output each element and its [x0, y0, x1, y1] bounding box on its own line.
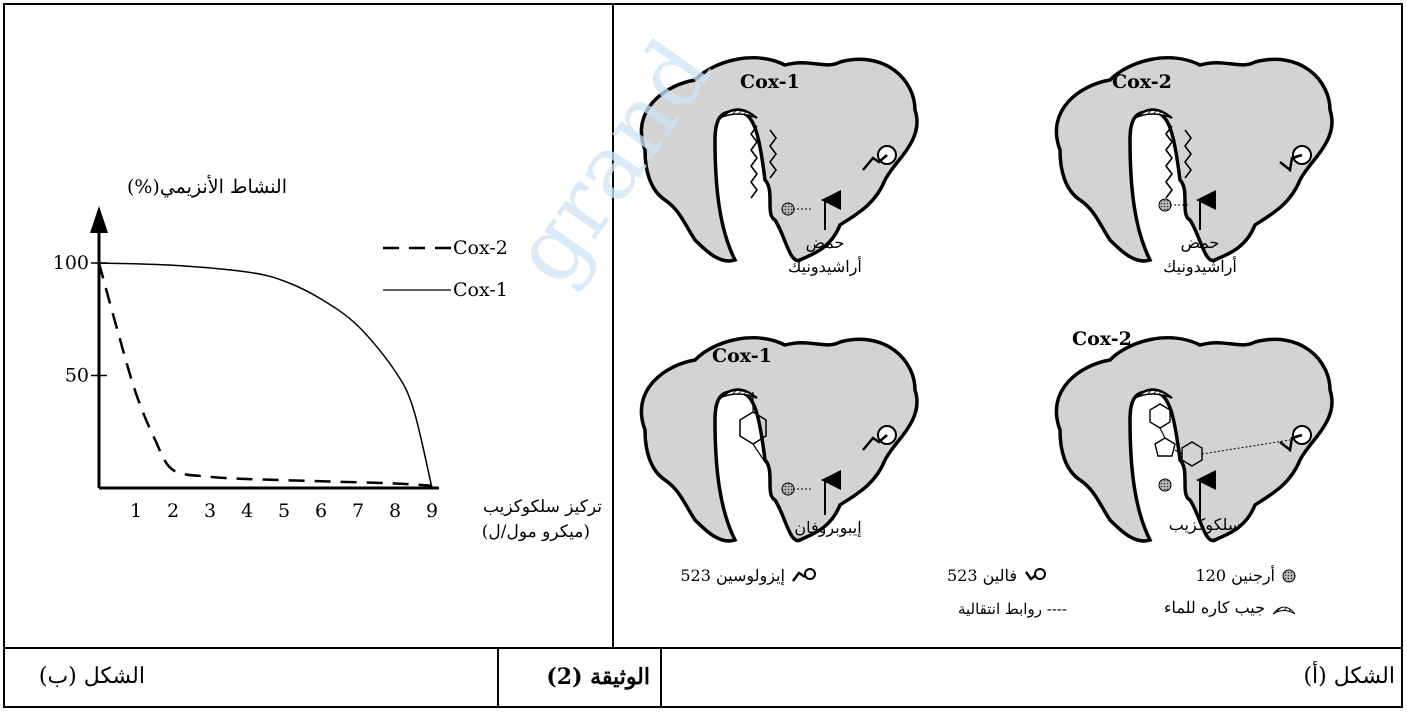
document-caption: الوثيقة (2)	[546, 664, 650, 690]
isoleucine-icon	[792, 567, 816, 582]
arginine-icon	[781, 202, 795, 216]
x-tick-label: 9	[426, 500, 438, 522]
legend-label: ---- روابط انتقالية	[957, 600, 1067, 618]
legend-arginine: أرجنين 120	[1195, 566, 1297, 585]
x-tick-label: 6	[315, 500, 327, 522]
x-tick-label: 7	[352, 500, 364, 522]
cox-label: Cox-2	[1072, 328, 1132, 350]
legend-isoleucine: إيزولوسين 523	[680, 566, 817, 585]
x-tick-label: 3	[204, 500, 216, 522]
cox-label: Cox-2	[1112, 71, 1172, 93]
y-tick-label: 100	[53, 252, 89, 274]
inhibitor-label: إيبوبروفان	[794, 518, 861, 537]
y-axis-arrow	[90, 206, 108, 233]
substrate-label: أراشيدونيك	[1163, 256, 1237, 276]
cox-label: Cox-1	[712, 345, 772, 367]
caption-cell-divider-2	[660, 647, 662, 708]
x-tick-label: 5	[278, 500, 290, 522]
cox1-ibuprofen-blob	[639, 336, 919, 543]
caption-divider	[3, 647, 1403, 649]
legend-hydrophobic: جيب كاره للماء	[1164, 598, 1297, 617]
series-line-cox-2	[97, 262, 433, 487]
hydrophobic-pocket-icon	[1272, 606, 1296, 614]
y-axis-label: النشاط الأنزيمي(%)	[126, 176, 287, 198]
legend-label: جيب كاره للماء	[1163, 598, 1265, 617]
cox2-substrate-blob	[1054, 56, 1334, 263]
caption-cell-divider-1	[497, 647, 499, 708]
substrate-label: حمض	[1181, 233, 1220, 252]
y-tick-label: 50	[65, 365, 89, 387]
x-tick-label: 8	[389, 500, 401, 522]
legend-label: فالين 523	[946, 566, 1017, 585]
panel-divider	[612, 3, 614, 648]
legend-valine: فالين 523	[947, 566, 1047, 585]
legend-label: أرجنين 120	[1195, 566, 1275, 585]
cox1-substrate-blob	[639, 56, 919, 263]
inhibitor-label: سلكوكزيب	[1169, 515, 1241, 534]
figure-a-caption: الشكل (أ)	[1303, 664, 1395, 689]
substrate-label: أراشيدونيك	[788, 256, 862, 276]
valine-icon	[1024, 567, 1046, 581]
series-line-cox-1	[98, 262, 433, 489]
x-tick-label: 4	[241, 500, 253, 522]
cox-label: Cox-1	[740, 71, 800, 93]
legend-label: Cox-1	[453, 279, 508, 301]
x-axis-label-line1: تركيز سلكوكزيب	[482, 497, 602, 517]
figure-b-caption: الشكل (ب)	[38, 664, 145, 689]
legend-bonds: ---- روابط انتقالية	[958, 600, 1067, 618]
cox2-celecoxib-blob	[1054, 336, 1334, 543]
x-tick-label: 1	[130, 500, 142, 522]
substrate-label: حمض	[806, 233, 845, 252]
x-tick-label: 2	[167, 500, 179, 522]
x-axis-label-line2: (ميكرو مول/ل)	[481, 522, 590, 542]
legend-label: إيزولوسين 523	[680, 566, 785, 585]
document-frame	[3, 3, 1403, 708]
legend-label: Cox-2	[453, 237, 508, 259]
arginine-icon	[1282, 569, 1296, 582]
